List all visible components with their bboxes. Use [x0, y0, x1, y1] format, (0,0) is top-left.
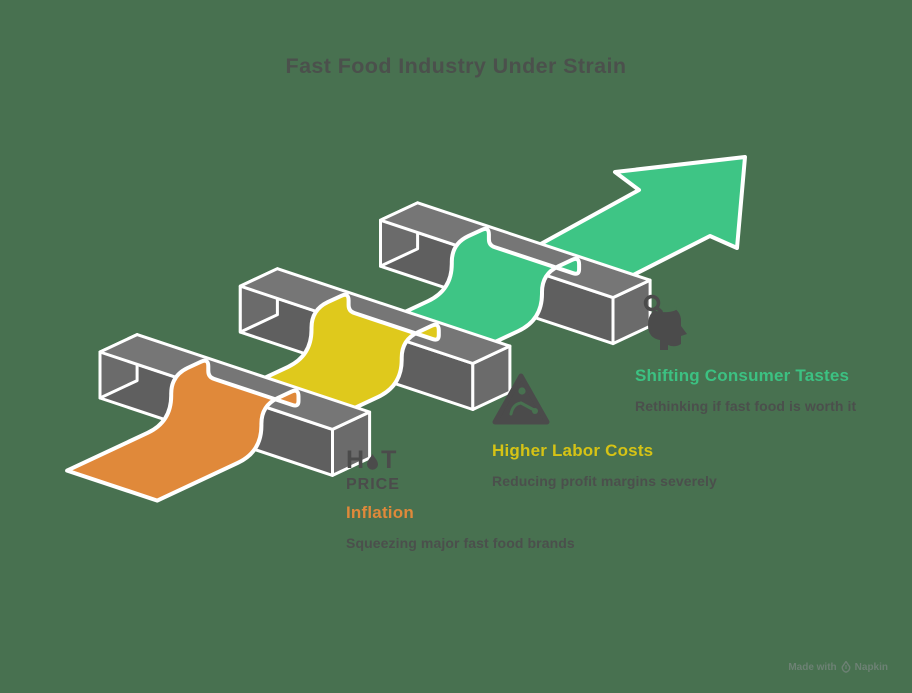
- napkin-pen-icon: [841, 661, 851, 673]
- ribbon-hump-green: [394, 226, 582, 349]
- napkin-watermark: Made with Napkin: [788, 661, 888, 673]
- ribbon-hump-yellow: [254, 292, 441, 415]
- hot-price-icon: H T PRICE: [346, 448, 606, 493]
- item-inflation: H T PRICE Inflation Squeezing major fast…: [346, 448, 606, 552]
- flame-icon: [367, 454, 379, 470]
- hot-price-word: PRICE: [346, 476, 400, 493]
- item-label: Inflation: [346, 503, 414, 522]
- watermark-text-after: Napkin: [854, 661, 888, 673]
- ribbon-hump-orange: [65, 358, 301, 503]
- item-label: Shifting Consumer Tastes: [635, 366, 850, 385]
- hot-price-letter-t: T: [381, 446, 397, 474]
- worker-warning-icon: [492, 372, 752, 431]
- item-higher-labor-costs: Higher Labor Costs Reducing profit margi…: [492, 372, 752, 489]
- item-description: Reducing profit margins severely: [492, 473, 717, 489]
- head-magnifier-icon: [635, 293, 895, 356]
- item-label: Higher Labor Costs: [492, 441, 654, 460]
- hot-price-letter-h: H: [346, 446, 365, 474]
- watermark-text-before: Made with: [788, 661, 837, 673]
- page-title: Fast Food Industry Under Strain: [285, 54, 627, 78]
- item-description: Rethinking if fast food is worth it: [635, 398, 857, 414]
- item-description: Squeezing major fast food brands: [346, 535, 575, 551]
- item-shifting-consumer-tastes: Shifting Consumer Tastes Rethinking if f…: [635, 293, 895, 414]
